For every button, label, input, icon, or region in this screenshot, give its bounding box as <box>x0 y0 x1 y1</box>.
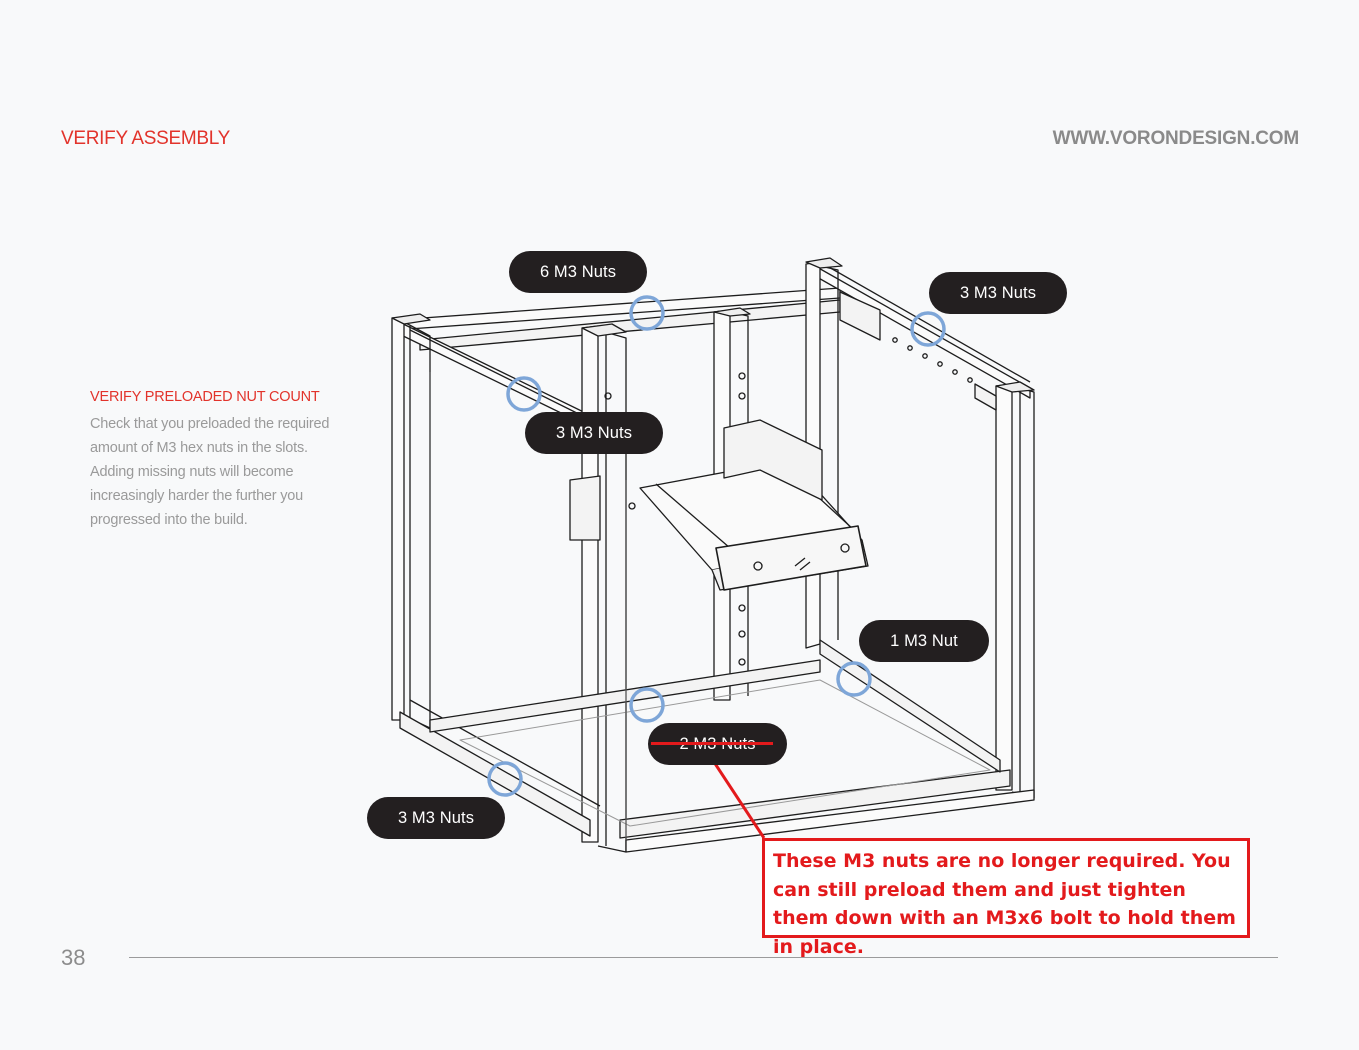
section-title: VERIFY ASSEMBLY <box>61 128 231 149</box>
nut-marker <box>836 661 872 697</box>
callout-bottom-right-rail: 1 M3 Nut <box>859 620 989 662</box>
note-leader-line <box>712 761 766 839</box>
strike-line <box>651 742 773 745</box>
footer-divider <box>129 957 1278 958</box>
sidebar-heading: VERIFY PRELOADED NUT COUNT <box>90 389 320 405</box>
page-number: 38 <box>61 945 86 970</box>
callout-bottom-back-rail-struck: 2 M3 Nuts <box>648 723 787 765</box>
nut-marker <box>910 311 946 347</box>
sidebar-paragraph: Adding missing nuts will become increasi… <box>90 464 304 528</box>
callout-right-rail: 3 M3 Nuts <box>929 272 1067 314</box>
website-url: WWW.VORONDESIGN.COM <box>1052 128 1300 149</box>
nut-marker <box>629 295 665 331</box>
sidebar-text: Check that you preloaded the required am… <box>90 412 335 532</box>
nut-marker <box>506 376 542 412</box>
callout-top-rail: 6 M3 Nuts <box>509 251 647 293</box>
correction-note: These M3 nuts are no longer required. Yo… <box>762 838 1250 958</box>
nut-location-markers <box>487 295 946 797</box>
callout-left-rail: 3 M3 Nuts <box>525 412 663 454</box>
callout-bottom-left-rail: 3 M3 Nuts <box>367 797 505 839</box>
sidebar-paragraph: Check that you preloaded the required am… <box>90 416 330 456</box>
nut-marker <box>629 687 665 723</box>
nut-marker <box>487 761 523 797</box>
